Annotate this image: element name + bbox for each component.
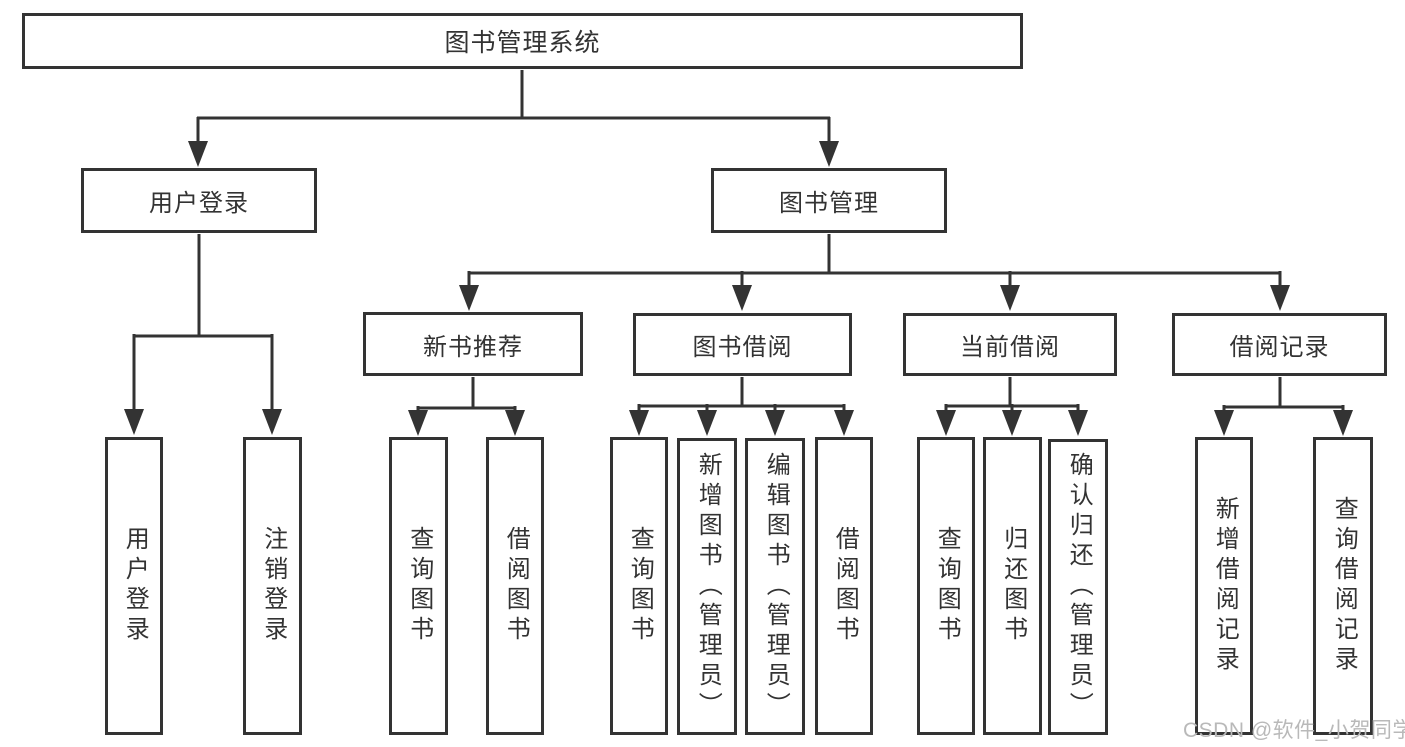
node-book-borrowing: 图书借阅 xyxy=(633,313,852,376)
leaf-add-books-admin: 新增图书（管理员） xyxy=(677,438,737,735)
node-label: 查询借阅记录 xyxy=(1330,496,1358,676)
node-label: 借阅图书 xyxy=(502,526,530,646)
node-label: 图书管理 xyxy=(779,190,879,217)
node-label: 新增图书（管理员） xyxy=(694,451,722,722)
node-label: 图书管理系统 xyxy=(444,29,601,57)
node-label: 借阅图书 xyxy=(831,526,859,646)
node-label: 确认归还（管理员） xyxy=(1065,452,1093,722)
leaf-query-books-recommend: 查询图书 xyxy=(389,437,448,735)
leaf-add-borrow-record: 新增借阅记录 xyxy=(1195,437,1253,735)
node-label: 用户登录 xyxy=(149,190,249,217)
leaf-logout: 注销登录 xyxy=(243,437,302,735)
node-label: 新书推荐 xyxy=(423,333,523,361)
leaf-edit-books-admin: 编辑图书（管理员） xyxy=(745,438,805,735)
leaf-query-books-borrow: 查询图书 xyxy=(610,437,668,735)
leaf-borrow-books: 借阅图书 xyxy=(815,437,873,735)
node-label: 图书借阅 xyxy=(692,334,793,361)
node-label: 查询图书 xyxy=(933,526,961,646)
node-library-management-system: 图书管理系统 xyxy=(22,13,1023,69)
node-label: 当前借阅 xyxy=(960,334,1060,361)
csdn-watermark: CSDN @软件_小贺同学 xyxy=(1183,719,1405,742)
node-label: 归还图书 xyxy=(999,526,1027,646)
node-user-login: 用户登录 xyxy=(81,168,317,233)
node-current-borrowing: 当前借阅 xyxy=(903,313,1117,376)
leaf-query-books-current: 查询图书 xyxy=(917,437,975,735)
node-book-management: 图书管理 xyxy=(711,168,947,233)
leaf-user-login: 用户登录 xyxy=(105,437,163,735)
node-label: 用户登录 xyxy=(121,526,149,646)
node-label: 查询图书 xyxy=(405,526,433,646)
node-new-book-recommend: 新书推荐 xyxy=(363,312,583,376)
leaf-query-borrow-record: 查询借阅记录 xyxy=(1313,437,1373,735)
node-label: 查询图书 xyxy=(626,526,654,646)
leaf-borrow-books-recommend: 借阅图书 xyxy=(486,437,544,735)
node-borrowing-records: 借阅记录 xyxy=(1172,313,1387,376)
node-label: 新增借阅记录 xyxy=(1211,496,1239,676)
node-label: 借阅记录 xyxy=(1229,334,1330,361)
node-label: 注销登录 xyxy=(259,526,287,646)
node-label: 编辑图书（管理员） xyxy=(762,451,790,722)
leaf-confirm-return-admin: 确认归还（管理员） xyxy=(1048,439,1108,735)
leaf-return-books: 归还图书 xyxy=(983,437,1042,735)
